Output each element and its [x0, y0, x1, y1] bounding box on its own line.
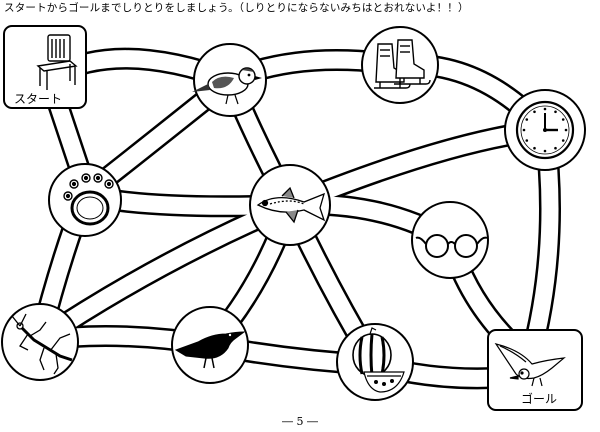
- crow-icon: [174, 331, 246, 369]
- node-medaka[interactable]: [249, 164, 331, 246]
- clock-icon: [515, 100, 575, 160]
- watermelon-icon: [352, 327, 405, 393]
- chair-icon: [36, 34, 78, 90]
- page-number: ― 5 ―: [282, 415, 318, 428]
- goal-label: ゴール: [521, 391, 557, 406]
- goal-box[interactable]: ゴール: [487, 329, 583, 411]
- earring-icon: [63, 173, 114, 226]
- start-label: スタート: [14, 92, 62, 106]
- fish-icon: [256, 186, 326, 224]
- node-sparrow[interactable]: [192, 43, 267, 117]
- seagull-icon: [494, 343, 566, 387]
- node-crow[interactable]: [171, 306, 249, 384]
- mantis-icon: [11, 313, 73, 375]
- start-box[interactable]: スタート: [3, 25, 87, 109]
- node-glasses[interactable]: [411, 201, 489, 279]
- node-mantis[interactable]: [1, 303, 79, 381]
- ice-skates-icon: [374, 39, 431, 89]
- node-skates[interactable]: [361, 26, 439, 104]
- node-clock[interactable]: [504, 89, 586, 171]
- glasses-icon: [415, 234, 488, 258]
- node-earring[interactable]: [48, 163, 122, 237]
- instruction-text: スタートからゴールまでしりとりをしましょう。（しりとりにならないみちはとおれない…: [4, 2, 469, 14]
- node-watermelon[interactable]: [336, 323, 414, 401]
- sparrow-icon: [192, 67, 262, 105]
